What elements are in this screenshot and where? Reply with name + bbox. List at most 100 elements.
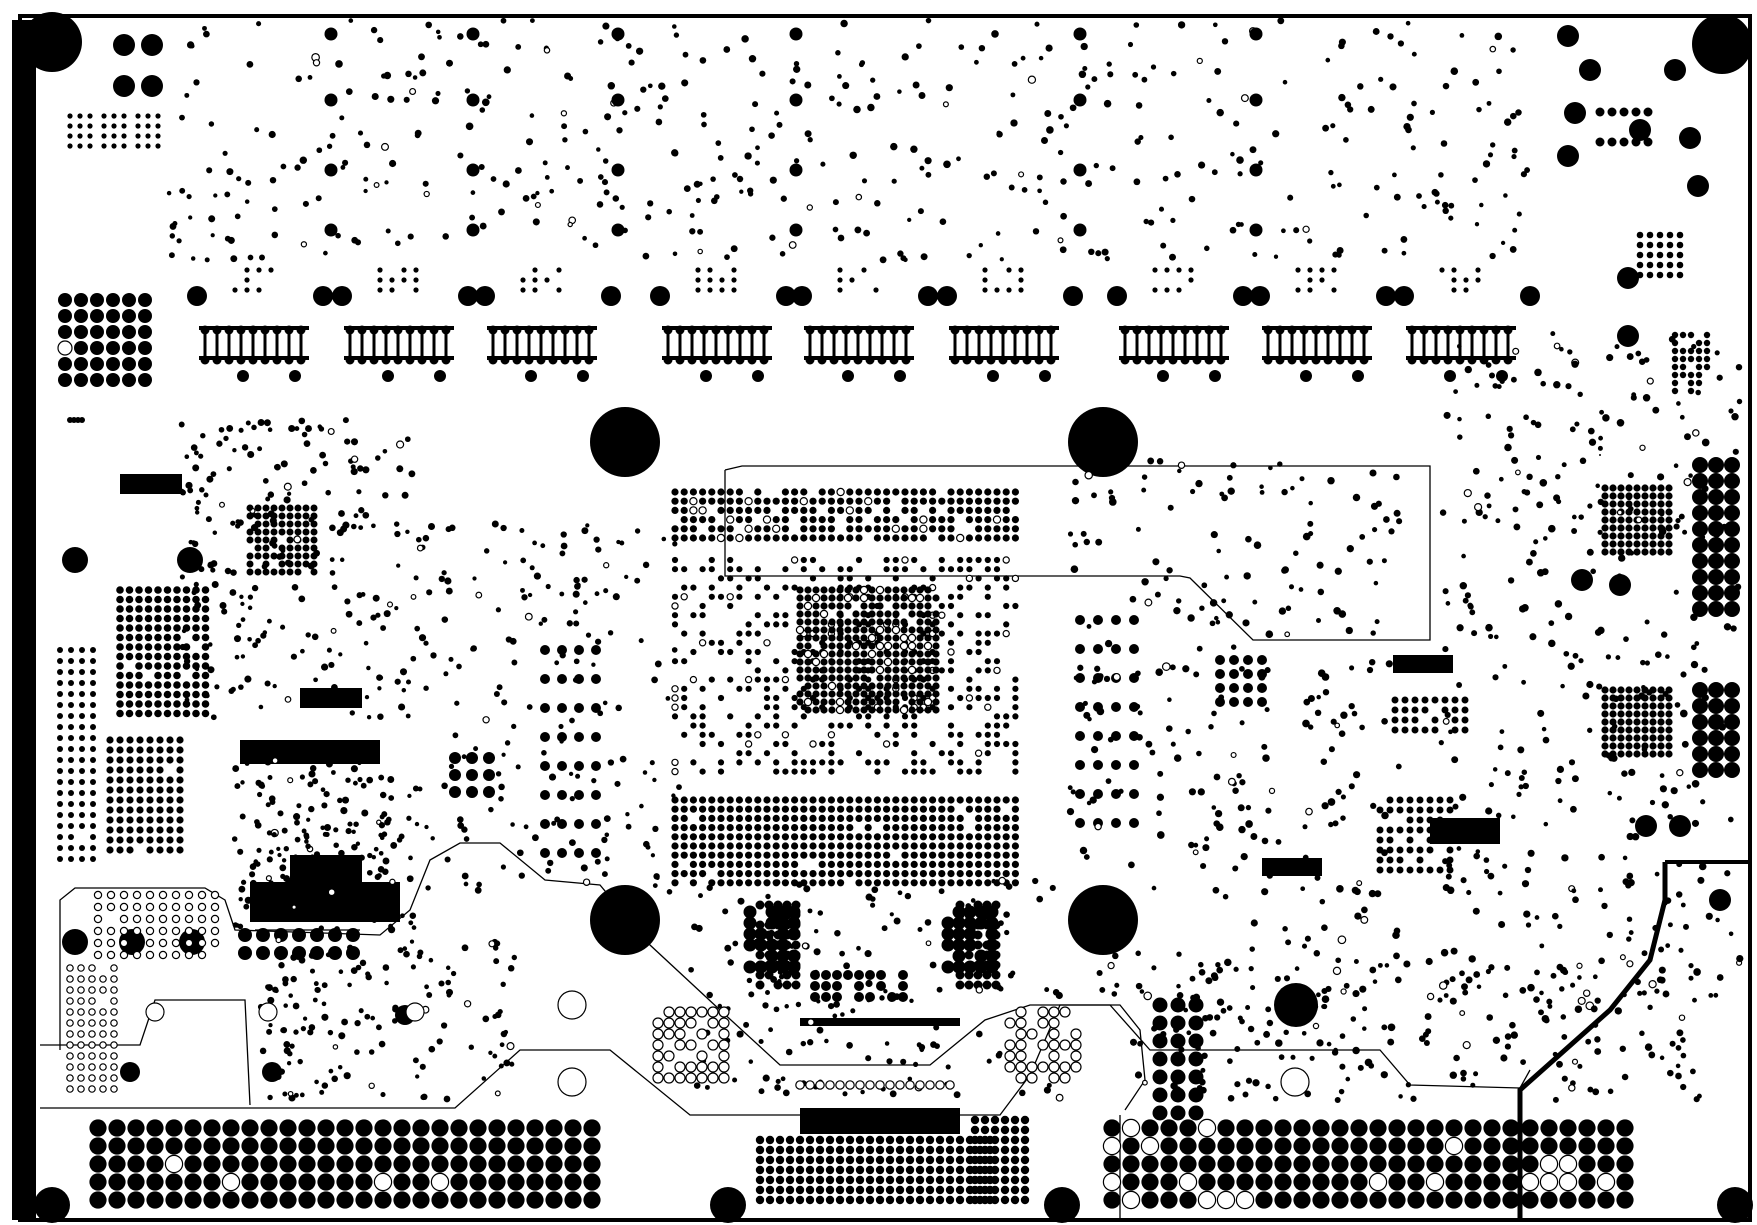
via-hole: [1441, 201, 1449, 209]
via-hole: [754, 667, 761, 674]
via-hole: [1665, 654, 1670, 659]
via-hole: [208, 642, 213, 647]
via-hole: [1290, 858, 1298, 866]
via-hole: [1700, 799, 1706, 805]
via-hole: [1649, 532, 1657, 540]
via-hole: [250, 524, 259, 532]
via-hole: [401, 687, 407, 693]
via-hole: [1018, 287, 1024, 293]
memory-pin: [1147, 330, 1151, 360]
via-hole: [868, 602, 876, 610]
via-hole: [1352, 493, 1361, 502]
via-hole: [812, 618, 820, 626]
large-pad: [1692, 601, 1708, 617]
via-hole: [994, 287, 1000, 293]
via-hole: [754, 833, 762, 841]
via-hole: [773, 593, 780, 600]
via-hole: [1010, 1115, 1020, 1125]
via-hole: [1521, 880, 1530, 888]
via-hole: [947, 488, 955, 496]
via-hole: [1405, 20, 1411, 26]
via-hole: [116, 846, 124, 854]
via-hole: [325, 760, 333, 768]
memory-via: [1157, 370, 1169, 382]
via-hole: [1325, 57, 1331, 63]
via-hole: [671, 602, 679, 610]
large-pad: [1692, 714, 1708, 730]
via-hole: [864, 488, 872, 496]
via-hole: [79, 669, 85, 675]
via-hole: [1461, 716, 1469, 724]
via-hole: [223, 435, 229, 442]
via-hole: [1438, 172, 1444, 178]
via-hole: [1405, 126, 1412, 134]
via-hole: [503, 66, 511, 74]
via-hole: [1601, 718, 1609, 726]
via-hole: [947, 851, 955, 859]
via-hole: [1090, 745, 1099, 754]
via-hole: [603, 815, 611, 823]
via-hole: [984, 584, 991, 591]
via-hole: [707, 1017, 719, 1029]
via-hole: [1633, 492, 1641, 500]
via-hole: [1401, 250, 1407, 256]
via-hole: [192, 671, 200, 680]
via-hole: [454, 700, 460, 706]
via-hole: [864, 950, 872, 958]
memory-via: [577, 370, 589, 382]
via-hole: [876, 690, 884, 698]
via-hole: [230, 520, 236, 526]
via-hole: [772, 516, 780, 524]
via-hole: [884, 682, 892, 690]
via-hole: [762, 515, 772, 524]
via-hole: [1037, 1061, 1049, 1073]
via-hole: [1609, 492, 1617, 500]
via-hole: [919, 860, 928, 869]
via-hole: [232, 287, 238, 293]
via-hole: [310, 544, 318, 552]
via-hole: [79, 735, 85, 741]
via-hole: [351, 523, 357, 530]
via-hole: [1564, 612, 1573, 621]
via-hole: [226, 424, 234, 432]
via-hole: [1002, 842, 1010, 850]
via-hole: [125, 614, 134, 623]
via-hole: [699, 516, 707, 524]
via-hole: [806, 204, 813, 211]
via-hole: [79, 746, 85, 752]
memory-pin: [275, 330, 279, 360]
via-hole: [1010, 1155, 1020, 1165]
via-hole: [1502, 663, 1508, 669]
via-hole: [542, 160, 548, 166]
via-hole: [689, 851, 698, 859]
via-hole: [1665, 750, 1673, 758]
via-hole: [708, 639, 715, 646]
decoupling-pad: [574, 848, 584, 858]
via-hole: [203, 30, 210, 38]
via-hole: [818, 860, 826, 869]
via-hole: [699, 851, 707, 859]
via-hole: [984, 824, 992, 832]
via-hole: [326, 647, 332, 653]
via-hole: [735, 533, 744, 543]
via-hole: [1295, 287, 1301, 293]
via-hole: [182, 700, 191, 708]
via-hole: [820, 658, 828, 666]
via-hole: [204, 693, 210, 699]
via-hole: [663, 1006, 675, 1018]
via-hole: [942, 101, 949, 108]
large-via: [1617, 325, 1639, 347]
via-hole: [192, 595, 200, 604]
via-hole: [265, 875, 272, 882]
via-hole: [90, 834, 96, 840]
via-hole: [827, 681, 837, 691]
via-hole: [676, 784, 682, 791]
via-hole: [116, 700, 124, 708]
via-hole: [268, 130, 276, 139]
via-hole: [79, 790, 85, 796]
via-hole: [735, 870, 744, 878]
via-hole: [763, 685, 771, 692]
memory-pin: [832, 330, 836, 360]
via-hole: [796, 658, 804, 666]
via-hole: [884, 666, 892, 674]
